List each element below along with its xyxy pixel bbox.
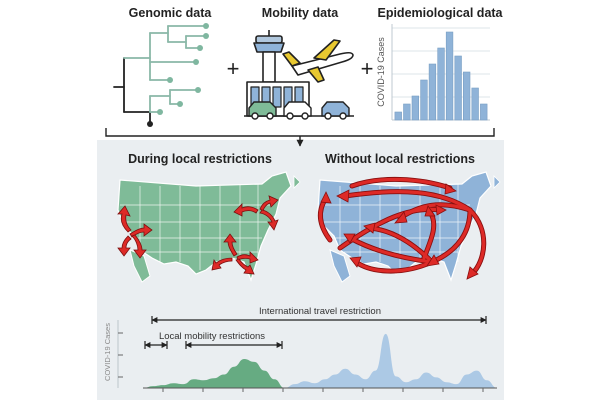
international-travel-label: International travel restriction [259, 306, 381, 317]
epi-bar [394, 111, 402, 121]
without-restrictions-title: Without local restrictions [325, 152, 475, 166]
epi-title: Epidemiological data [377, 6, 503, 20]
us-map-green [117, 171, 301, 283]
car-icon-blue [321, 101, 350, 120]
epi-bar [403, 103, 411, 121]
epi-bar [462, 71, 471, 121]
lower-panel-bg [97, 140, 504, 400]
during-restrictions-title: During local restrictions [128, 152, 272, 166]
epi-bar-chart: COVID-19 Cases [376, 24, 490, 121]
epi-bar [411, 95, 419, 121]
airplane-icon [282, 39, 354, 83]
car-icon-green [248, 101, 277, 120]
epi-bar [437, 47, 445, 121]
timeline-y-ticks [118, 332, 123, 378]
epi-bar [428, 63, 437, 121]
timeline-area-unrestricted [284, 333, 497, 388]
long-distance-arrowheads [320, 183, 479, 280]
plus-sign-2: + [361, 56, 374, 81]
timeline-areas [143, 333, 497, 388]
local-arrows [117, 195, 279, 275]
timeline-x-ticks [162, 388, 484, 392]
local-mobility-label: Local mobility restrictions [159, 331, 265, 342]
epi-bar [454, 55, 462, 121]
timeline-y-axis-label: COVID-19 Cases [103, 323, 112, 381]
merge-bracket [105, 128, 495, 137]
epi-bar [445, 31, 454, 121]
timeline-area-restricted [143, 359, 285, 388]
epi-bar [420, 79, 428, 121]
epi-bar [471, 87, 479, 121]
mobility-title: Mobility data [262, 6, 339, 20]
phylogenetic-tree-icon [113, 23, 209, 127]
car-icon-white [283, 101, 312, 120]
genomic-title: Genomic data [129, 6, 213, 20]
epi-y-axis-label: COVID-19 Cases [376, 37, 386, 107]
plus-sign-1: + [227, 56, 240, 81]
epi-bars [394, 31, 488, 121]
epi-bar [480, 103, 488, 121]
timeline-chart: COVID-19 Cases International travel rest… [103, 306, 497, 392]
